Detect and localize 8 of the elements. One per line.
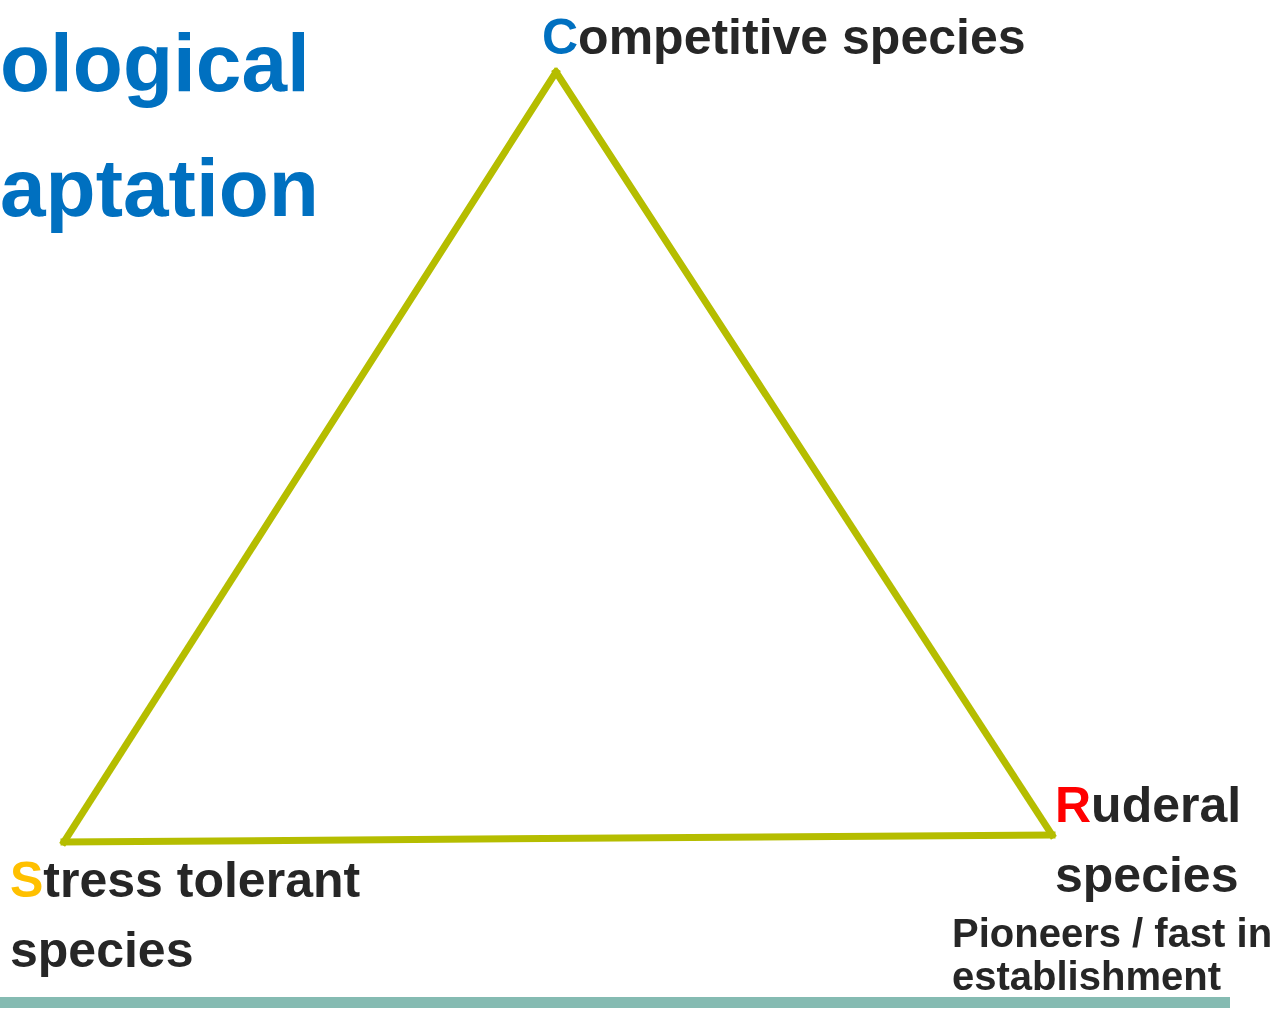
corner-label: Ruderal species <box>1055 770 1270 910</box>
corner-label: Stress tolerant species <box>10 845 410 985</box>
triangle-side <box>552 68 1056 839</box>
triangle-side <box>60 68 560 846</box>
triangle-side <box>60 831 1056 846</box>
title: ological aptation <box>0 16 320 235</box>
note-text: Pioneers / fast in establishment <box>952 912 1274 998</box>
corner-label: Competitive species <box>542 2 1042 72</box>
